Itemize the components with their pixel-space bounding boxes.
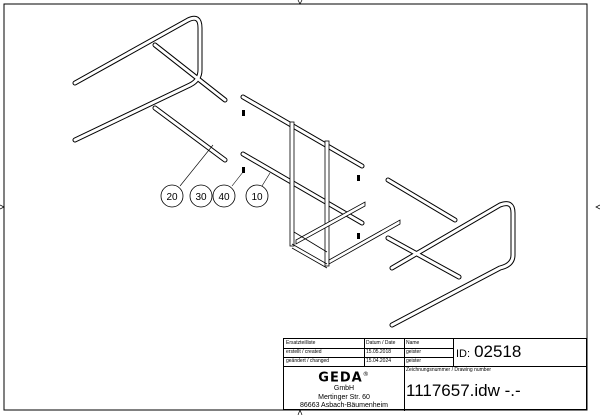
- geda-logo: GEDA®: [318, 370, 370, 386]
- tubes: [72, 15, 516, 328]
- changed-label: geändert / changed: [286, 358, 330, 364]
- balloon-20: 20: [166, 192, 178, 203]
- header-parts-list: Ersatzteilliste: [286, 340, 316, 346]
- frame-posts: [289, 121, 401, 269]
- drawing-number: 1117657.idw -.-: [406, 381, 521, 400]
- header-date: Datum / Date: [366, 340, 396, 346]
- leader-lines: [179, 144, 271, 187]
- header-name: Name: [406, 340, 420, 346]
- created-label: erstellt / created: [286, 349, 322, 355]
- item-balloons: 20 30 40 10: [160, 184, 269, 208]
- company-block: GEDA® GmbH Mertinger Str. 60 86663 Asbac…: [284, 368, 404, 411]
- balloon-30: 30: [195, 192, 207, 203]
- bolts: [242, 110, 360, 239]
- balloon-10: 10: [251, 192, 263, 203]
- id-value: 02518: [474, 342, 522, 361]
- created-name: geister: [406, 349, 422, 355]
- id-label: ID:: [456, 348, 471, 360]
- drawing-number-label: Zeichnungsnummer / Drawing number: [406, 367, 492, 373]
- company-street: Mertinger Str. 60: [318, 393, 370, 401]
- company-form: GmbH: [333, 385, 355, 393]
- balloon-40: 40: [218, 192, 230, 203]
- id-field: ID:02518: [456, 342, 521, 362]
- company-city: 86663 Asbach-Bäumenheim: [300, 402, 388, 410]
- changed-name: geister: [406, 358, 422, 364]
- created-date: 15.05.2018: [366, 349, 392, 355]
- changed-date: 15.04.2024: [366, 358, 392, 364]
- title-block: Ersatzteilliste Datum / Date Name erstel…: [283, 338, 587, 411]
